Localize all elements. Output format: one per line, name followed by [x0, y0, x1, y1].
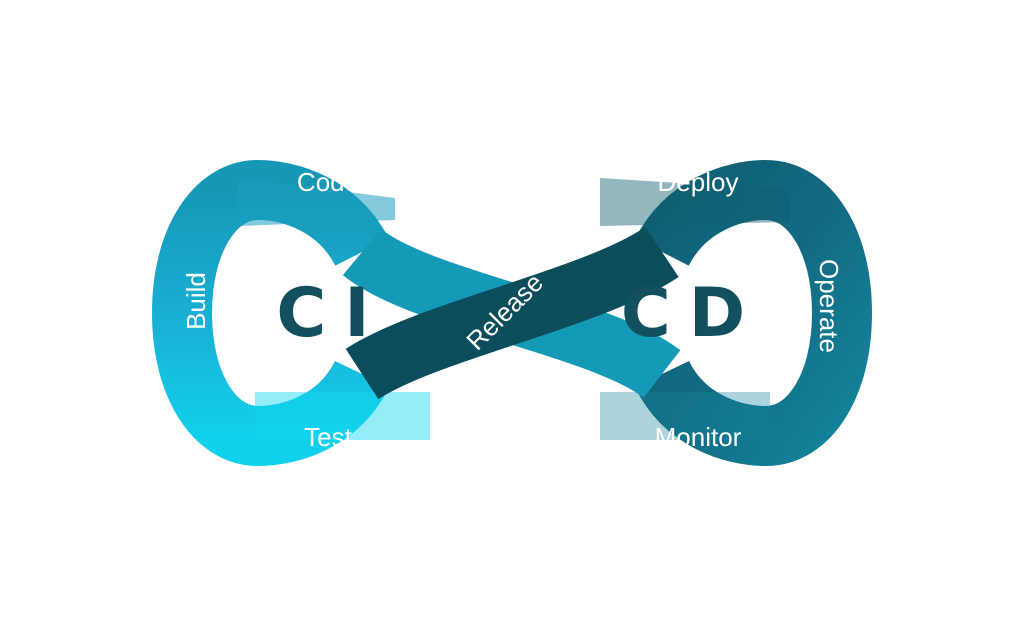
cd-deploy-segment [600, 178, 790, 226]
ci-title: CI [276, 274, 387, 353]
stage-code-label: Code [297, 167, 359, 197]
ci-test-segment [255, 392, 430, 440]
stage-test-label: Test [304, 422, 352, 452]
stage-operate-label: Operate [814, 259, 844, 353]
cd-loop [600, 159, 873, 467]
cd-title: CD [621, 274, 763, 353]
ci-code-segment [238, 178, 395, 226]
ci-loop [151, 159, 430, 467]
stage-deploy-label: Deploy [658, 167, 739, 197]
cd-monitor-segment [600, 392, 770, 440]
release-crossing-band [345, 226, 679, 400]
stage-monitor-label: Monitor [655, 422, 742, 452]
stage-build-label: Build [181, 272, 211, 330]
cd-ring [634, 159, 873, 467]
